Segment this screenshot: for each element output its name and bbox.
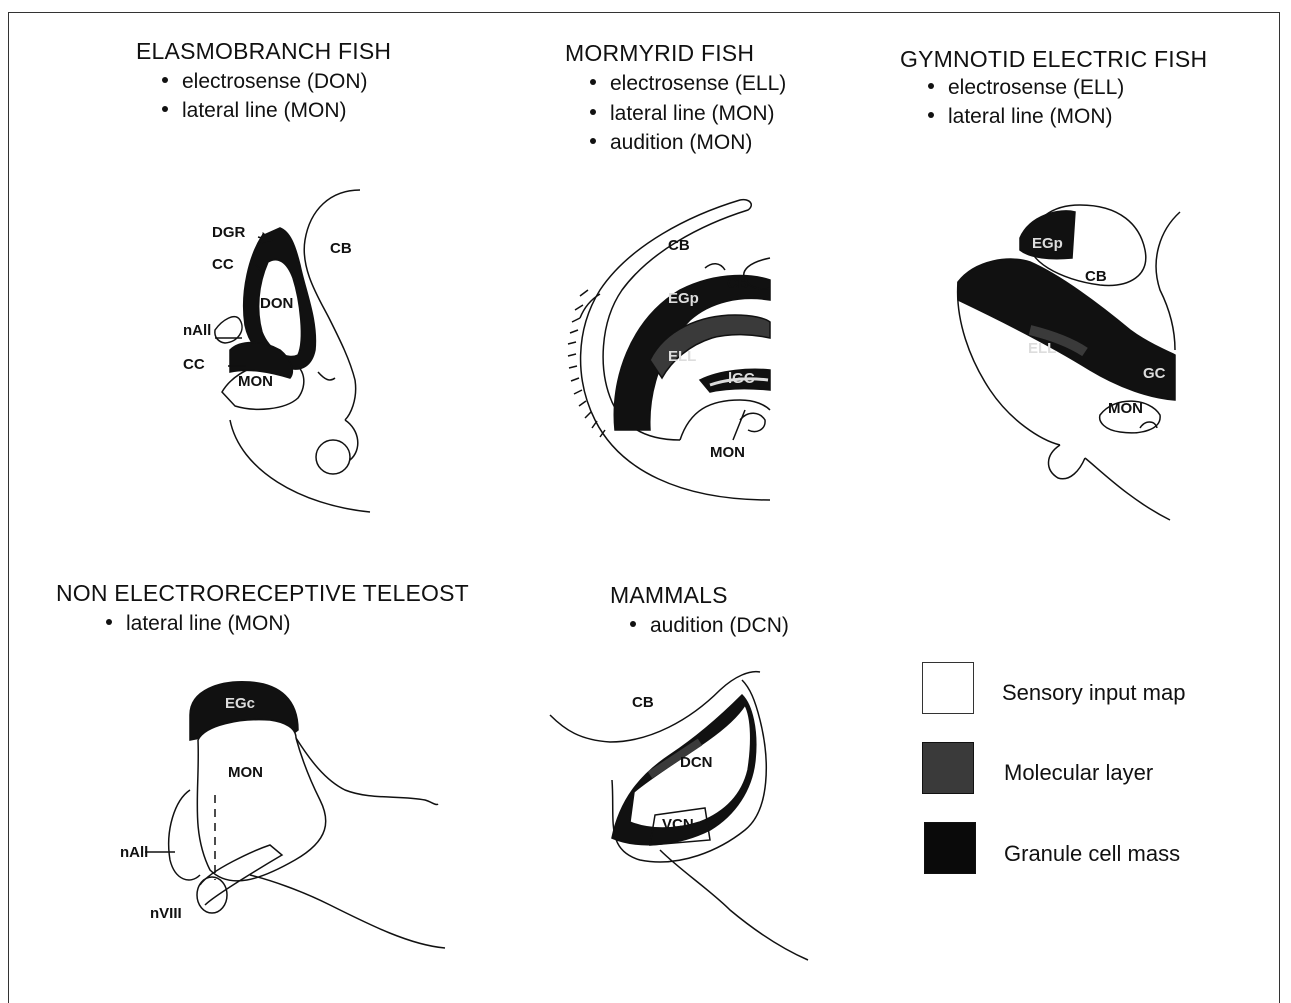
legend-swatch-granule — [924, 822, 976, 874]
label-mon: MON — [710, 444, 745, 461]
legend-label-sensory: Sensory input map — [1002, 680, 1185, 706]
label-dcn: DCN — [680, 754, 713, 771]
legend-label-molecular: Molecular layer — [1004, 760, 1153, 786]
label-egc: EGc — [225, 695, 255, 712]
legend-swatch-molecular — [922, 742, 974, 794]
label-ell: ELL — [1028, 340, 1056, 357]
gymnotid-diagram — [958, 205, 1180, 520]
label-cb: CB — [668, 237, 690, 254]
label-cb: CB — [727, 275, 749, 292]
label-vcn: VCN — [662, 816, 694, 833]
label-mon: MON — [238, 373, 273, 390]
label-gc: GC — [1143, 365, 1166, 382]
label-don: DON — [260, 295, 293, 312]
label-dgr: DGR — [212, 224, 245, 241]
label-nall: nAll — [120, 844, 148, 861]
label-cc: CC — [212, 256, 234, 273]
label-nall: nAll — [183, 322, 211, 339]
label-mon: MON — [1108, 400, 1143, 417]
legend-label-granule: Granule cell mass — [1004, 841, 1180, 867]
label-lgc: lGC — [728, 370, 755, 387]
label-egp: EGp — [1032, 235, 1063, 252]
label-cb: CB — [632, 694, 654, 711]
label-cb: CB — [1085, 268, 1107, 285]
label-egp: EGp — [668, 290, 699, 307]
label-nviii: nVIII — [150, 905, 182, 922]
legend-swatch-sensory — [922, 662, 974, 714]
label-cb: CB — [330, 240, 352, 257]
label-ell: ELL — [668, 348, 696, 365]
label-cc: CC — [183, 356, 205, 373]
teleost-diagram — [145, 682, 445, 948]
label-mon: MON — [228, 764, 263, 781]
